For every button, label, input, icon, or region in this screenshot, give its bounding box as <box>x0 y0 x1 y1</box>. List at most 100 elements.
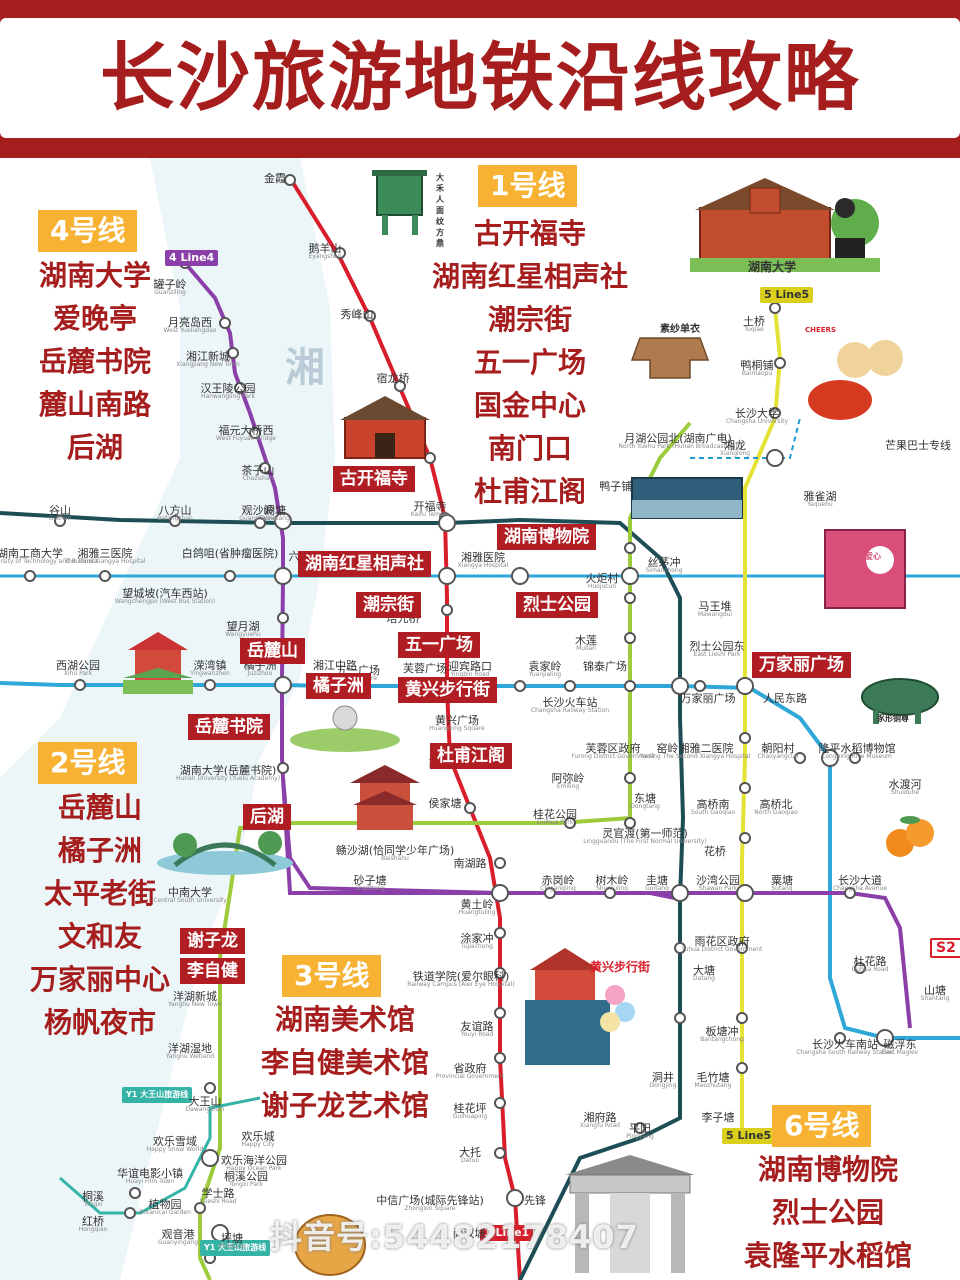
station-label-en: Shuiduhe <box>890 789 920 796</box>
spot-item: 文和友 <box>57 920 142 953</box>
station-label-en: Mulian <box>576 645 596 652</box>
station-label: 欢乐雪域 <box>153 1135 197 1148</box>
station-label: 长沙大道 <box>838 874 882 887</box>
station-label: 省政府 <box>453 1062 487 1075</box>
station-label: 朝阳村 <box>761 742 795 755</box>
station-label: 烈士公园东 <box>689 640 745 653</box>
station-label: 李子塘 <box>701 1111 735 1124</box>
houhu-illustration <box>157 831 293 875</box>
station-label-en: Railway Campus (Aier Eye Hospital) <box>407 981 515 988</box>
station-label-en: Xueshi Road <box>199 1198 237 1205</box>
station-label-en: Central South University <box>153 897 227 904</box>
station-label-en: Datuo <box>460 1157 480 1164</box>
aiwan-pavilion-illustration <box>123 632 193 694</box>
station-label-en: Gushan <box>48 515 72 522</box>
station-label: 高桥北 <box>759 798 793 811</box>
station-label-en: Pingyang <box>626 1133 654 1140</box>
station-label-en: Yuanjialing <box>528 671 562 678</box>
station-label: 白鸽咀(省肿瘤医院) <box>181 547 279 560</box>
station-label: 宿龙桥 <box>376 372 410 385</box>
watermark: 抖音号:54482178407 <box>270 1218 639 1256</box>
station-label-en: Dawangshan <box>185 1106 225 1113</box>
station-label: 雨花区政府 <box>694 935 750 948</box>
spot-item: 万家丽中心 <box>29 963 170 996</box>
spot-item: 太平老街 <box>43 877 156 910</box>
station-label: 桐溪公园 <box>224 1170 268 1183</box>
tianxinge-illustration <box>350 765 420 830</box>
station-label-en: Juzizhou <box>247 670 273 677</box>
station-label-en: Changsha South Railway Station <box>796 1049 894 1056</box>
station-label-en: Mawangdui <box>697 611 733 618</box>
station-label-en: Dongjing <box>649 1082 677 1089</box>
station-label-en: Tongxi Park <box>228 1181 264 1188</box>
spot-item: 杨帆夜市 <box>43 1006 156 1039</box>
station-label-en: Longping Rice Museum <box>822 753 892 760</box>
spot-item: 古开福寺 <box>473 217 586 250</box>
station-label-en: Happy Snow World <box>146 1146 204 1153</box>
station-label-en: Yuhua District Government <box>681 946 763 953</box>
station-label-en: Bafangshan <box>157 515 193 522</box>
station-label-en: Wangyuehu <box>225 631 261 638</box>
station-label: 平阳 <box>629 1122 651 1135</box>
map-label-huangxing: 黄兴步行街 <box>398 677 497 703</box>
station-label: 湘龙 <box>724 439 746 452</box>
spot-item: 麓山南路 <box>38 388 151 421</box>
station-label: 花桥 <box>704 845 726 858</box>
map-label-xiangsheng: 湖南红星相声社 <box>298 551 431 577</box>
station-label: 马王堆 <box>698 600 732 613</box>
station-label-en: Guitang <box>645 885 669 892</box>
station-label-en: Sutang <box>771 885 793 892</box>
spot-item: 岳麓书院 <box>38 345 151 378</box>
map-label-museum: 湖南博物院 <box>497 524 596 550</box>
station-label: 秀峰山 <box>340 308 374 321</box>
station-label-en: Yaoling The Second Xiangya Hospital <box>639 753 751 760</box>
station-label: 鸭桐铺 <box>740 359 774 372</box>
line-grey-path <box>0 511 686 1280</box>
station-label: 大塘 <box>693 964 715 977</box>
station-label: 山塘 <box>924 984 946 997</box>
station-label: 杜花路 <box>853 955 887 968</box>
station-label-en: Shantang <box>920 995 950 1002</box>
line6-tag: 6号线 <box>772 1105 872 1147</box>
station-label: 友谊路 <box>460 1020 494 1033</box>
mango-bus-path <box>690 417 801 459</box>
station-label-en: Huangtuling <box>458 909 496 916</box>
station-label-en: Hunan University of Technology and Busin… <box>0 558 99 565</box>
station-label-en: Xiangya Hospital <box>457 562 509 569</box>
station-label: 谷山 <box>49 504 71 517</box>
station-label-en: The Third Xiangya Hospital <box>64 558 146 565</box>
line6-spot-list: 湖南博物院 烈士公园 袁隆平水稻馆 <box>738 1148 918 1277</box>
station-label: 植物园 <box>148 1198 182 1211</box>
station-label: 毛竹塘 <box>696 1071 730 1084</box>
station-label-en: East Maglev <box>881 1049 919 1056</box>
xiang-river <box>0 158 335 1280</box>
station-label: 月湖公园北(湖南广电) <box>624 432 732 445</box>
station-label: 大托 <box>459 1146 481 1159</box>
hnu-illustration <box>690 178 880 272</box>
station-label: 黄土岭 <box>460 898 494 911</box>
river-label: 湘 <box>285 345 325 391</box>
robe-caption: 素纱单衣 <box>660 324 700 335</box>
station-label-en: Tongxi <box>83 1201 103 1208</box>
station-label: 磁浮东 <box>883 1038 917 1051</box>
station-label-en: Hunan University (Yuelu Academy) <box>175 775 281 782</box>
station-label: 先锋 <box>524 1194 546 1207</box>
map-label-wuyi: 五一广场 <box>398 632 480 658</box>
station-label-en: Maozhutang <box>694 1082 732 1089</box>
station-label: 芙蓉广场 <box>403 662 447 675</box>
spot-item: 湖南博物院 <box>757 1153 898 1186</box>
station-label-en: Chigangling <box>540 885 576 892</box>
station-label: 湘江中路 <box>313 659 357 672</box>
station-label-en: Shazitang <box>355 885 385 892</box>
spot-item: 岳麓山 <box>57 791 142 824</box>
station-label-en: Changsha Avenue <box>832 885 888 892</box>
station-label-en: Baishahu <box>381 855 409 862</box>
station-label-en: Yanghu New Town <box>168 1001 222 1008</box>
station-label-en: South Gaoqiao <box>690 809 736 816</box>
map-label-chaozong: 潮宗街 <box>356 592 421 618</box>
station-label-en: Huayi Film Town <box>125 1178 175 1185</box>
station-label-en: East Lieshi Park <box>693 651 741 658</box>
station-label: 金霞 <box>264 172 286 185</box>
spot-item: 后湖 <box>66 431 123 464</box>
line5-path <box>740 307 783 1128</box>
